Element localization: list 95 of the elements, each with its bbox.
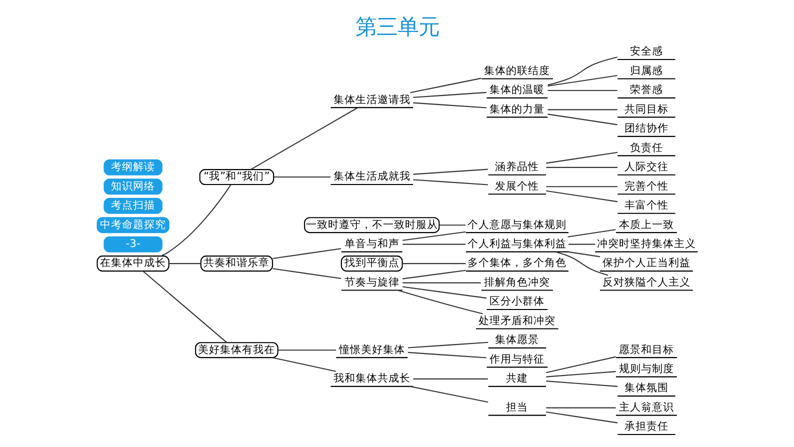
connector — [402, 263, 466, 264]
connector — [438, 224, 466, 226]
node-text: 冲突时坚持集体主义 — [596, 237, 696, 250]
node-text: 区分小群体 — [489, 294, 544, 308]
node-text: 憧憬美好集体 — [338, 342, 404, 356]
connector — [402, 244, 466, 245]
connector — [546, 356, 616, 374]
node-text: 保护个人正当利益 — [602, 256, 690, 270]
connector — [273, 176, 330, 178]
label: 考纲解读 — [110, 160, 155, 174]
node-text: 反对狭隘个人主义 — [602, 275, 690, 288]
connector — [547, 90, 617, 92]
connector — [546, 380, 618, 387]
node-text: 主人翁意识 — [618, 400, 674, 414]
connector — [547, 74, 617, 87]
node-text: 单音与和声 — [344, 237, 399, 250]
node-text: 完善个性 — [624, 179, 668, 192]
connector — [567, 229, 616, 238]
connector — [546, 190, 618, 202]
connector — [568, 244, 595, 245]
connector — [410, 386, 488, 403]
connector — [402, 270, 466, 280]
connector — [272, 357, 336, 372]
label: 知识网络 — [110, 179, 155, 192]
connector — [407, 352, 486, 358]
connector — [547, 114, 617, 126]
node-text: 集体的温暖 — [489, 83, 544, 96]
connector — [250, 107, 358, 170]
node-text: 丰富个性 — [624, 198, 668, 212]
node-text: 集体的联结度 — [484, 64, 550, 77]
connector — [412, 102, 486, 108]
connector — [168, 263, 200, 264]
node-text: 多个集体，多个角色 — [467, 256, 566, 270]
node-text: 处理矛盾和冲突 — [478, 314, 556, 327]
connector — [397, 290, 482, 314]
connector — [272, 248, 341, 260]
node-text: 规则与制度 — [618, 362, 674, 376]
connector — [412, 92, 486, 98]
node-text: 个人意愿与集体规则 — [467, 218, 566, 231]
node-box: 共奏和谐乐章 — [200, 256, 273, 272]
node-text: 归属感 — [629, 64, 662, 77]
node-text: 共同目标 — [624, 102, 668, 116]
diagram-title: 第三单元 — [355, 14, 439, 40]
connector — [554, 251, 608, 276]
label: -3- — [125, 237, 140, 250]
node-text: 集体愿景 — [494, 333, 539, 346]
connector — [402, 286, 486, 299]
node-text: 集体的力量 — [489, 102, 544, 116]
connector — [546, 412, 618, 424]
connector — [402, 282, 480, 284]
node-text: 安全感 — [629, 44, 662, 58]
connector — [142, 270, 227, 343]
node-text: 排解角色冲突 — [484, 275, 550, 288]
connector — [410, 78, 481, 94]
node-box: “我”和“我们” — [198, 169, 274, 186]
node-text: 人际交往 — [624, 160, 668, 174]
node-text: 共建 — [506, 372, 528, 385]
node-text: 团结协作 — [624, 122, 668, 135]
connector — [160, 184, 231, 257]
connector — [272, 268, 341, 280]
node-text: 个人利益与集体利益 — [467, 237, 566, 250]
node-box: 找到平衡点 — [340, 256, 402, 272]
node-text: 集体氛围 — [624, 381, 668, 394]
node-box: 在集体中成长 — [96, 256, 169, 272]
connector — [546, 407, 616, 408]
connector — [546, 186, 618, 188]
connector — [278, 350, 336, 351]
node-text: 集体生活邀请我 — [332, 92, 410, 106]
connector — [402, 231, 466, 241]
label: 中考命题探究 — [100, 218, 166, 231]
node-text: 涵养品性 — [494, 160, 539, 174]
node-text: 负责任 — [629, 140, 662, 154]
node-box: 美好集体有我在 — [194, 342, 278, 358]
connector — [546, 166, 618, 168]
connector — [547, 56, 617, 86]
node-text: 承担责任 — [624, 420, 668, 433]
connector — [407, 342, 488, 348]
node-text: 荣誉感 — [629, 83, 662, 96]
connector — [567, 251, 600, 258]
connector — [412, 378, 488, 380]
node-text: 作用与特征 — [489, 352, 544, 366]
node-text: 担当 — [506, 400, 528, 414]
node-text: 集体生活成就我 — [332, 170, 410, 183]
node-box: 一致时遵守，不一致时服从 — [304, 217, 440, 234]
connector — [412, 179, 488, 186]
connector — [546, 152, 618, 164]
node-text: 节奏与旋律 — [344, 275, 399, 288]
connector — [546, 371, 616, 378]
connector — [547, 109, 617, 110]
node-text: 发展个性 — [494, 179, 539, 192]
connector — [412, 168, 488, 175]
node-text: 我和集体共成长 — [332, 372, 410, 385]
node-text: 本质上一致 — [618, 218, 674, 231]
node-text: 愿景和目标 — [618, 342, 674, 356]
label: 考点扫描 — [110, 198, 155, 212]
